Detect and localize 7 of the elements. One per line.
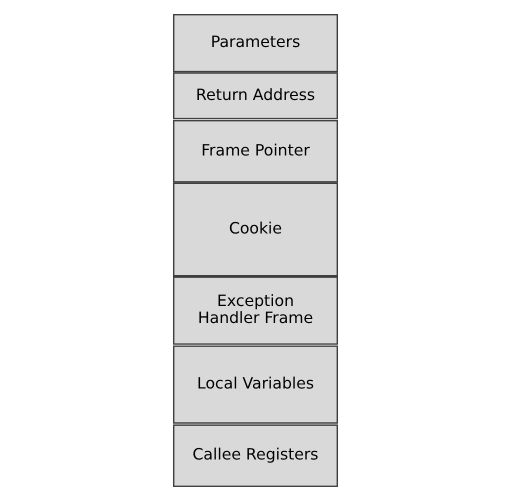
node-box: Cookie: [172, 182, 338, 276]
node-box: Local Variables: [172, 345, 338, 424]
node-box: Exception Handler Frame: [172, 276, 338, 345]
node-box: Callee Registers: [172, 424, 338, 488]
node-box: Parameters: [172, 14, 338, 72]
node-box: Return Address: [172, 72, 338, 120]
node-box: Frame Pointer: [172, 120, 338, 183]
